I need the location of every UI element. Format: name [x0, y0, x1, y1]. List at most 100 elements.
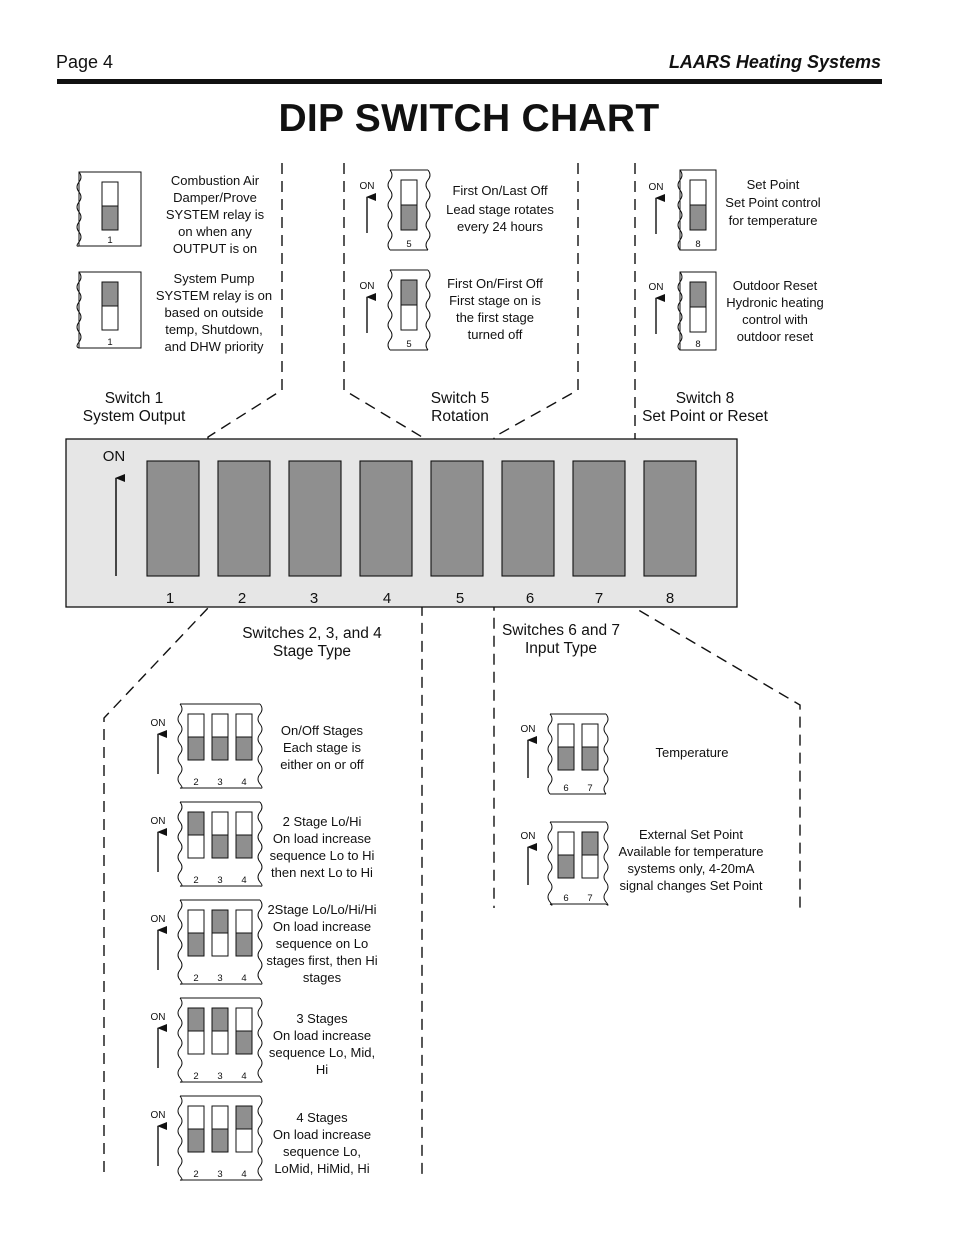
switch5-group-label-line: Switch 5	[430, 390, 490, 407]
stage-option-5-desc-line: LoMid, HiMid, Hi	[274, 1161, 370, 1176]
switch5-option-1-desc-line: every 24 hours	[457, 219, 543, 234]
switch5-option-2-desc-line: turned off	[467, 327, 523, 342]
switch-housing-edge	[603, 713, 609, 795]
switch1-option-1-desc-line: on when any	[178, 224, 252, 239]
switch8-option-1-desc-line: Set Point control	[725, 195, 821, 210]
switch-housing-edge	[425, 169, 431, 251]
switch8-option-2-desc-line: Outdoor Reset	[732, 278, 818, 293]
switch-number: 3	[217, 973, 222, 984]
switch-housing-edge	[177, 1095, 183, 1181]
switch-housing-edge	[547, 713, 553, 795]
switch5-option-2-desc-line: First stage on is	[449, 293, 541, 308]
switch-housing-edge	[387, 169, 393, 251]
stage-option-4-desc-line: Hi	[315, 1062, 329, 1077]
mini-dip-switch: 1	[76, 271, 142, 349]
switch-number: 3	[217, 1071, 222, 1082]
switch-housing-edge	[76, 271, 82, 349]
input-option-2-desc-line: Available for temperature	[618, 844, 764, 859]
switch-number-5: 5	[456, 590, 464, 607]
switch-number: 6	[563, 783, 568, 794]
switch-lever	[211, 1128, 229, 1153]
switch8-option-2-desc-line: outdoor reset	[736, 329, 814, 344]
switch-lever	[187, 736, 205, 761]
switch-housing-edge	[257, 899, 263, 985]
switch-lever	[187, 1007, 205, 1032]
switch-housing-edge	[177, 801, 183, 887]
input-option-1-desc: Temperature	[620, 744, 764, 761]
switch-number: 8	[695, 339, 700, 350]
dip-switch-8	[643, 460, 697, 577]
switch-number: 1	[107, 337, 112, 348]
mini-on-label: ON	[151, 1012, 166, 1023]
switch-number-6: 6	[526, 590, 534, 607]
mini-dip-switch: 1	[76, 171, 142, 247]
switch-lever	[211, 909, 229, 934]
mini-on-label: ON	[521, 831, 536, 842]
switch5-option-1-title-line: First On/Last Off	[452, 183, 548, 198]
mini-on-label: ON	[151, 914, 166, 925]
switch-lever	[211, 736, 229, 761]
switch-number: 4	[241, 1071, 246, 1082]
mini-dip-switch: 8	[677, 169, 717, 251]
switch-lever	[235, 1030, 253, 1055]
switch-lever	[689, 204, 707, 231]
main-on-label: ON	[103, 448, 126, 465]
switch-number: 4	[241, 973, 246, 984]
mini-on-label: ON	[649, 182, 664, 193]
stage-option-5-desc-line: 4 Stages	[296, 1110, 348, 1125]
switch-number: 7	[587, 783, 592, 794]
stage-option-3-desc-line: stages first, then Hi	[266, 953, 378, 968]
switch1-option-2-desc-line: and DHW priority	[164, 339, 264, 354]
dip-switch-3	[288, 460, 342, 577]
stage-option-1-desc-line: Each stage is	[282, 740, 362, 755]
switch-number: 6	[563, 893, 568, 904]
switch1-option-1-desc-line: Damper/Prove	[173, 190, 257, 205]
switch-number-8: 8	[666, 590, 674, 607]
input-option-2-desc-line: systems only, 4-20mA	[627, 861, 755, 876]
switch-housing-edge	[387, 269, 393, 351]
switch8-option-1-desc-line: Set Point	[746, 177, 800, 192]
input-option-2-desc-line: External Set Point	[638, 827, 744, 842]
switch1-option-1-desc-line: SYSTEM relay is	[165, 207, 265, 222]
switch-housing-edge	[603, 821, 609, 906]
switch-housing-edge	[76, 171, 82, 247]
switch-housing-edge	[257, 1095, 263, 1181]
switch-number: 4	[241, 777, 246, 788]
stage-option-3-desc-line: On load increase	[272, 919, 372, 934]
switch-lever	[581, 831, 599, 856]
switches234-group-label-line: Stage Type	[272, 643, 352, 660]
switches67-group-label-line: Input Type	[524, 640, 598, 657]
dip-switch-6	[501, 460, 555, 577]
switch-lever	[235, 932, 253, 957]
switch1-option-1-desc-line: Combustion Air	[170, 173, 260, 188]
mini-dip-switch: 5	[387, 169, 431, 251]
stage-option-4-desc-line: sequence Lo, Mid,	[268, 1045, 376, 1060]
switch1-option-1-desc-line: OUTPUT is on	[172, 241, 258, 256]
switch-number: 1	[107, 235, 112, 246]
switch-housing-edge	[677, 169, 683, 251]
switch1-option-2-desc-line: temp, Shutdown,	[165, 322, 263, 337]
stage-option-3-desc-line: 2Stage Lo/Lo/Hi/Hi	[267, 902, 377, 917]
switch-number: 3	[217, 875, 222, 886]
switch-lever	[400, 279, 418, 306]
switch-lever	[400, 204, 418, 231]
switch-lever	[689, 281, 707, 308]
dashed-connector-line	[343, 163, 423, 1175]
switch-lever	[101, 205, 119, 231]
stage-option-5-desc-line: sequence Lo,	[282, 1144, 362, 1159]
dashed-connector-line	[493, 163, 579, 908]
dip-switch-4	[359, 460, 413, 577]
mini-dip-switch: 8	[677, 271, 717, 351]
switch-number-7: 7	[595, 590, 603, 607]
stage-option-2-desc-line: sequence Lo to Hi	[269, 848, 375, 863]
switch-number: 7	[587, 893, 592, 904]
